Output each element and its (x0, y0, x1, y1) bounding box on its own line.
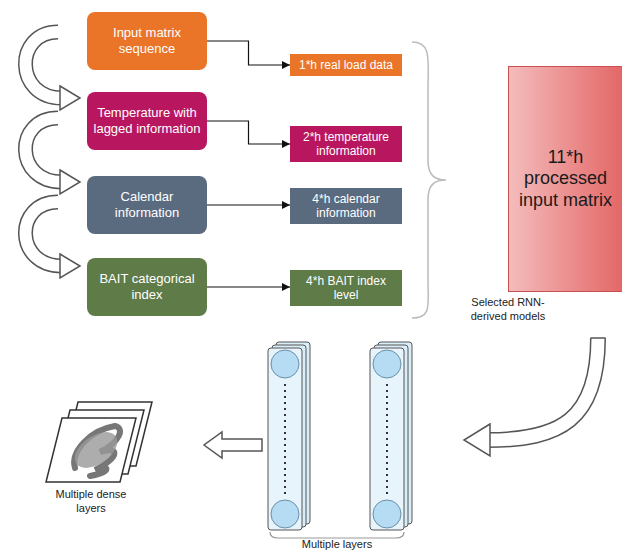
box-text: Temperature with lagged information (93, 105, 201, 136)
input-box: Input matrix sequence (87, 12, 207, 70)
box-text: 11*h processed input matrix (515, 147, 616, 212)
output-box: 1*h real load data (290, 54, 402, 76)
output-box: 2*h temperature information (290, 126, 402, 163)
arrow-label: Selected RNN-derived models (466, 296, 550, 324)
dense-layers (46, 402, 152, 482)
connector-arrow (207, 121, 290, 144)
connector-arrow (207, 204, 290, 205)
input-box: Temperature with lagged information (87, 92, 207, 150)
matrix-box: 11*h processed input matrix (508, 66, 622, 292)
caption-label: Multiple dense layers (46, 488, 136, 516)
output-box: 4*h calendar information (290, 188, 402, 225)
connector-arrow (207, 41, 290, 65)
curved-arrow (464, 338, 606, 456)
input-box: Calendar information (87, 176, 207, 234)
box-text: BAIT categorical index (93, 271, 201, 302)
connector-arrow (207, 286, 290, 287)
rnn-layer (268, 342, 412, 538)
hollow-arrow (204, 432, 262, 458)
box-text: 4*h calendar information (296, 192, 396, 221)
box-text: Input matrix sequence (93, 25, 201, 56)
output-box: 4*h BAIT index level (290, 270, 402, 307)
box-text: Calendar information (93, 189, 201, 220)
box-text: 4*h BAIT index level (296, 274, 396, 303)
brace (412, 42, 446, 318)
input-box: BAIT categorical index (87, 258, 207, 316)
loop-arrow (25, 32, 80, 278)
box-text: 1*h real load data (299, 58, 393, 72)
box-text: 2*h temperature information (296, 130, 396, 159)
caption-label: Multiple layers (270, 538, 404, 552)
